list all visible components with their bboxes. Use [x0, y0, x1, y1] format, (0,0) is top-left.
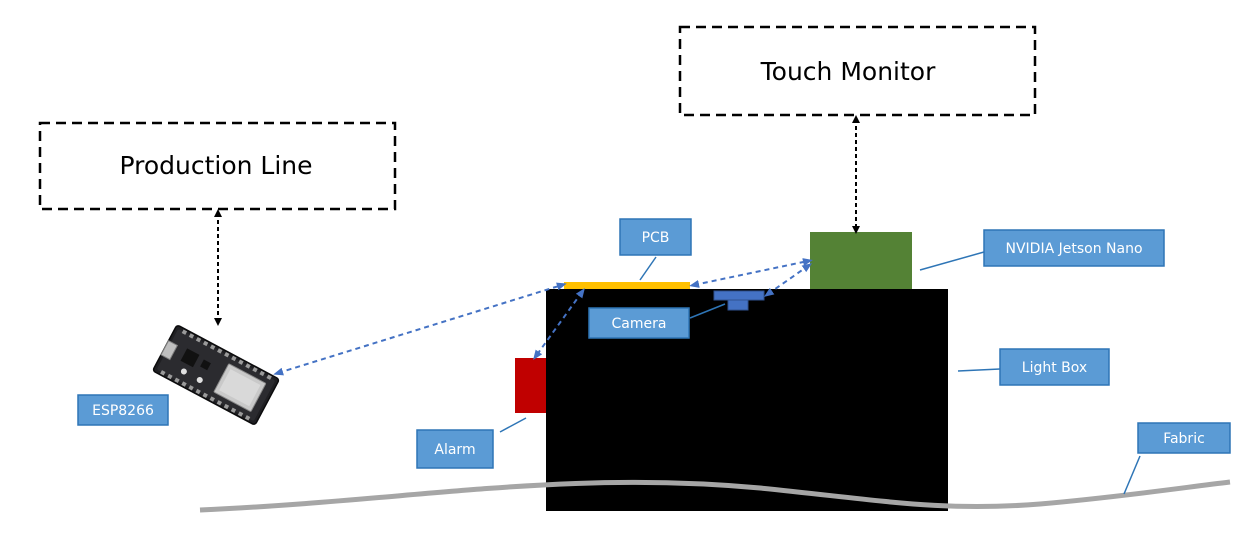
camera-body: [713, 290, 765, 301]
camera-jetson-link: [763, 263, 813, 297]
pcb-strip: [564, 282, 690, 289]
pcb-jetson-link: [689, 258, 813, 288]
esp-callout: ESP8266: [77, 394, 169, 426]
camera-lens: [727, 299, 749, 311]
camera-label: Camera: [612, 316, 667, 332]
esp-pcb-link: [273, 282, 567, 376]
fabric-label: Fabric: [1163, 431, 1205, 447]
jetson-nano-module: [810, 232, 912, 289]
touch-monitor-node: Touch Monitor: [678, 25, 1037, 117]
light-box-callout: Light Box: [999, 348, 1110, 386]
light-box-label: Light Box: [1022, 360, 1087, 376]
alarm-leader: [499, 417, 527, 433]
jetson-leader: [919, 251, 985, 271]
alarm-callout: Alarm: [416, 429, 494, 469]
pcb-callout: PCB: [619, 218, 692, 256]
touch-monitor-label: Touch Monitor: [760, 57, 936, 86]
esp-label: ESP8266: [92, 403, 154, 419]
fabric-callout: Fabric: [1137, 422, 1231, 454]
pcb-alarm-link: [533, 287, 585, 361]
light-box-leader: [957, 368, 1001, 372]
production-line-node: Production Line: [38, 121, 397, 211]
callout-leaders: [499, 251, 1141, 495]
jetson-label: NVIDIA Jetson Nano: [1005, 241, 1142, 257]
camera-callout: Camera: [588, 307, 690, 339]
camera-leader: [689, 303, 726, 319]
pcb-label: PCB: [642, 230, 670, 246]
fabric-leader: [1123, 455, 1141, 495]
alarm-device: [515, 358, 546, 413]
pcb-leader: [639, 256, 657, 281]
esp8266-board: [152, 325, 280, 425]
alarm-label: Alarm: [434, 442, 475, 458]
jetson-callout: NVIDIA Jetson Nano: [983, 229, 1165, 267]
production-line-label: Production Line: [119, 151, 312, 180]
fabric-curve: [199, 479, 1231, 513]
